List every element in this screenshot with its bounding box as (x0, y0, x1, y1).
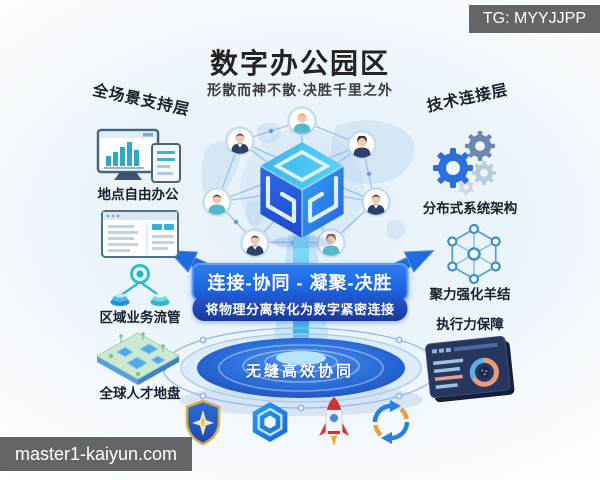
platform-rings (159, 327, 443, 416)
browser-window-icon (100, 208, 180, 260)
avatar (361, 187, 391, 217)
avatar (225, 126, 255, 156)
avatar (347, 130, 377, 160)
left-item-label: 地点自由办公 (97, 187, 179, 202)
shield-icon (183, 399, 223, 447)
left-item-label: 全球人才地盘 (99, 386, 181, 401)
cube-logo-icon (240, 128, 364, 252)
avatar (240, 228, 270, 258)
sync-arrows-icon (368, 399, 414, 445)
right-item-label: 分布式系统架构 (422, 201, 518, 216)
avatar (316, 228, 346, 258)
primary-banner: 连接-协同 - 凝聚-决胜 (191, 263, 409, 301)
secondary-banner: 将物理分离转化为数字紧密连接 (192, 296, 408, 321)
gears-icon (428, 126, 504, 196)
watermark-bottom-left: master1-kaiyun.com (0, 437, 193, 471)
hex-cube-icon (248, 400, 292, 444)
avatar (287, 106, 317, 136)
page-title: 数字办公园区 (209, 48, 390, 79)
rocket-icon (317, 396, 351, 446)
network-polygon-icon (438, 224, 510, 286)
avatar (202, 187, 232, 217)
dashboard-icon (420, 334, 516, 404)
page-subtitle: 形散而神不散·决胜千里之外 (207, 82, 393, 98)
watermark-top-right: TG: MYYJJPP (468, 5, 600, 33)
left-item-label: 区域业务流管 (99, 310, 181, 325)
map-tile-icon (93, 330, 183, 388)
platform-label: 无缝高效协同 (245, 363, 355, 380)
right-item-label: 执行力保障 (436, 317, 504, 332)
workflow-nodes-icon (106, 262, 174, 314)
network-dots (233, 128, 372, 246)
right-item-label: 聚力强化羊结 (429, 287, 511, 302)
monitor-chart-icon (96, 128, 182, 186)
